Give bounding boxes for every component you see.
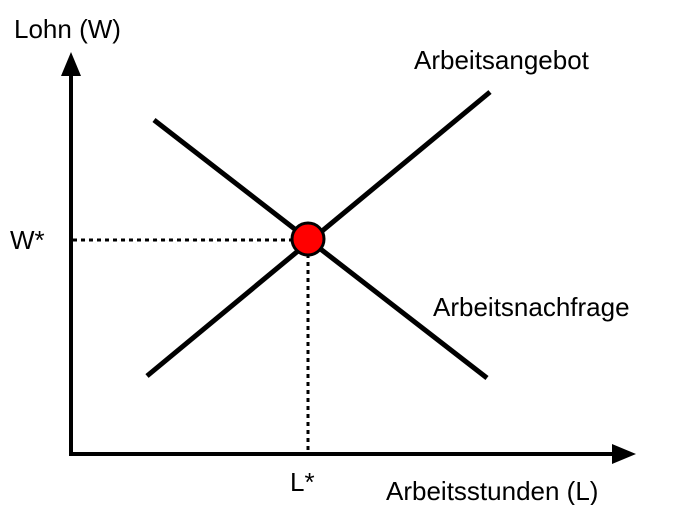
x-axis-arrowhead <box>612 444 636 464</box>
equilibrium-point <box>290 221 326 257</box>
y-axis-arrowhead <box>61 52 81 76</box>
y-axis-label: Lohn (W) <box>14 14 121 44</box>
demand-label: Arbeitsnachfrage <box>433 292 630 322</box>
x-axis-label: Arbeitsstunden (L) <box>386 476 598 505</box>
equilibrium-labor-label: L* <box>290 467 315 497</box>
supply-label: Arbeitsangebot <box>414 45 590 75</box>
equilibrium-wage-label: W* <box>10 225 45 255</box>
